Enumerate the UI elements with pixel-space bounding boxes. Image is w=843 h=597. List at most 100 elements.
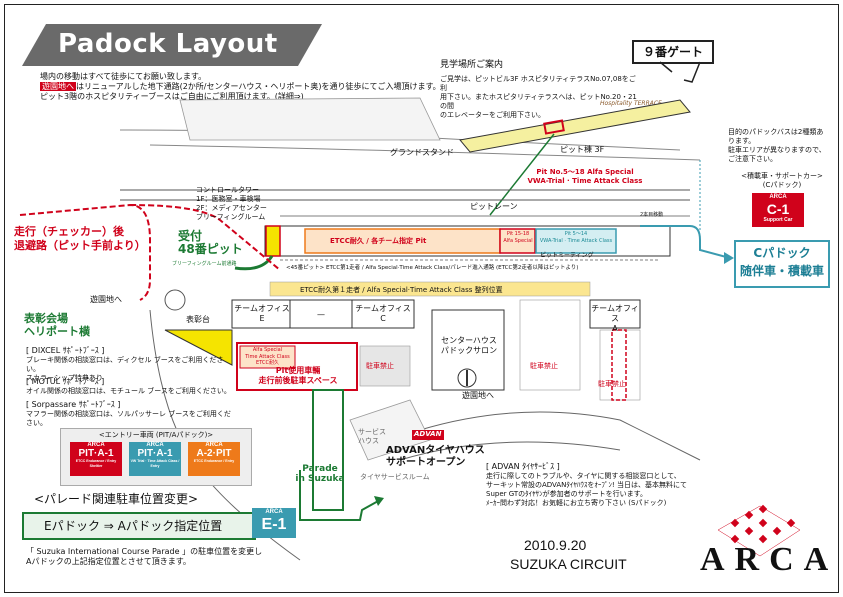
title-banner [22,24,322,66]
no-parking-label-1: 駐車禁止 [366,362,394,370]
cpaddock-box: Cパドック 随伴車・積載車 [734,240,830,288]
pit-parking-line: 走行前後駐車スペース [258,376,338,385]
motul-line: オイル関係の相談窓口は、モチュール ブースをご利用ください。 [26,387,231,395]
team-office-c [351,299,415,329]
parade-change-heading: <パレード関連駐車位置変更> [34,492,199,506]
alfa-top-line: Pit No.5～18 Alfa Special [536,168,634,176]
kengaku-info: 見学場所ご案内 ご見学は、ピットビル3F ホスピタリティテラスNo.07,08を… [440,60,640,120]
badge-c1: ARCA C-1 Support Car [752,193,804,227]
cpaddock-heading-line: (Cパドック) [762,181,802,189]
sorpassare-line: マフラー関係の相談窓口は、ソルパッサーレ ブースをご利用ください。 [26,410,231,427]
to-amusement-park-1: 遊園地へ [90,295,122,304]
hospitality-logo: Hospitality TERRACE [600,100,662,107]
no-parking-area [359,345,411,387]
kengaku-text-3: のエレベーターをご利用下さい。 [440,111,545,119]
gate-note: 目的のパドックバスは2種類あります。 駐車エリアが異なりますので、ご注意下さい。 [728,128,828,164]
parade-route [299,470,381,521]
kengaku-title: 見学場所ご案内 [440,60,504,70]
team-office-letter: A [612,324,618,333]
alfa-pit-label: Pit 15-18 Alfa Special [501,231,535,245]
badge-top: ARCA [769,194,787,200]
motul-booth: [ MOTUL ｻﾎﾟｰﾄﾌﾞｰｽ ] オイル関係の相談窓口は、モチュール ブー… [26,377,236,396]
cpaddock-heading-line: <積載車・サポートカー> [741,172,823,180]
intro-line-3: ピット3階のホスピタリティーブースはご自由にご利用頂けます。(詳細⇒) [40,92,304,101]
team-office-name: チームオフィス [234,304,290,313]
pit-parking-inner-line: Time Attack Class [245,353,290,360]
control-tower-line: ブリーフィングルーム [196,213,266,221]
dixcel-line: スカラーシップ特典あり [26,374,103,382]
pit-parking-label: Pit使用車輛 走行前後駐車スペース [240,366,356,386]
e-paddock-text: Eパドック ⇒ Aパドック指定位置 [44,519,223,533]
arrow-head [374,496,384,506]
checker-flag [717,504,801,557]
exit-route-line: 退避路（ピット手前より） [14,239,146,252]
reception-title: 受付 [178,229,203,243]
intro-highlight: 遊園地へ [40,82,76,91]
map-frame [4,4,839,593]
cpaddock-sub: 随伴車・積載車 [739,264,824,278]
team-office-middle [289,299,353,329]
tire-service-room-label: タイヤサービスルーム [360,473,430,481]
intro-line-1: 場内の移動はすべて徒歩にてお願い致します。 [40,72,207,81]
awards-line: 表彰会場 [24,312,68,325]
badge-sub: Support Car [763,217,793,223]
advan-tire-label: ADVANタイヤハウス サポートオープン [386,445,485,469]
advan-logo: ADVAN [414,430,442,438]
team-office-e [231,299,291,329]
team-office-name: チームオフィス [355,304,411,313]
gate-note-2: 駐車エリアが異なりますので、ご注意下さい。 [728,146,826,163]
advan-tire-line: サポートオープン [386,457,466,468]
badge-main: A-2·PIT [196,448,232,459]
service-house-line: ハウス [358,437,379,445]
team-office-letter: E [259,314,265,323]
badge-sub: ETCC Endurance / Entry Sheltier [75,459,117,468]
pit-move-note: 2本目移動 [640,212,664,218]
cpaddock-heading: <積載車・サポートカー> (Cパドック) [732,172,832,190]
reception-path [234,255,274,271]
parade-parking [312,389,344,511]
badge-top: ARCA [265,509,283,515]
lineup-area [269,281,591,297]
intro-text: 場内の移動はすべて徒歩にてお願い致します。 遊園地へはリニューアルした地下通路(… [40,72,460,102]
parade-in-suzuka-label: Parade in Suzuka [290,464,350,484]
alfa-pit-line: Pit 15-18 [506,231,530,237]
control-tower-line: コントロールタワー [196,186,259,194]
dixcel-head: [ DIXCEL ｻﾎﾟｰﾄﾌﾞｰｽ ] [26,346,105,355]
briefing-path-label: ブリーフィングルーム前通路 [172,261,237,267]
reception-pit: 48番ピット [178,242,243,256]
badge-sub: ETCC Endurance / Entry [193,459,235,463]
gate-arrow [659,61,673,73]
badge-top: ARCA [87,442,105,448]
center-house-line: パドックサロン [440,346,498,355]
badge-e1: ARCA E-1 [252,508,296,538]
parade-note-line: 「 Suzuka International Course Parade 」の駐… [26,547,263,556]
advan-service-line: 走行に際してのトラブルや、タイヤに関する相談窓口として、 [486,472,681,480]
pit-parking-inner-line: Alfa Special [252,347,283,353]
etcc-pit-label: ETCC耐久 / 各チーム指定 Pit [330,237,427,245]
vwa-pit-label: Pit 5～14 VWA-Trial · Time Attack Class [537,231,615,245]
date-label: 2010.9.20 [524,537,587,553]
center-house-line: センターハウス [441,336,497,345]
badge-pit-a1-red: ARCA PIT·A-1 ETCC Endurance / Entry Shel… [70,442,122,476]
grandstand-label: グランドスタンド [390,148,454,157]
team-office-a-label: チームオフィス A [590,304,640,334]
badge-main: C-1 [766,201,790,217]
team-office-middle-label: — [317,310,325,319]
dixcel-booth: [ DIXCEL ｻﾎﾟｰﾄﾌﾞｰｽ ] ブレーキ関係の相談窓口は、ディクセル … [26,346,236,383]
exit-route [19,203,151,301]
road-line [419,411,701,461]
to-amusement-park-2: 遊園地へ [462,391,494,400]
advan-tire-line: ADVANタイヤハウス [386,445,485,456]
pitlane-label: ピットレーン [470,202,518,211]
awards-venue-label: 表彰会場 ヘリポート横 [24,312,90,338]
page-title: Padock Layout [58,29,278,59]
parade-label-line: in Suzuka [295,474,345,484]
heliport [164,289,186,311]
badge-top: ARCA [146,442,164,448]
badge-pit-a1-teal: ARCA PIT·A-1 VW Trial · Time Attack Clas… [129,442,181,476]
parade-note-line: Aパドックの上記指定位置とさせて頂きます。 [26,557,191,566]
grandstand-area [179,97,441,141]
motul-head: [ MOTUL ｻﾎﾟｰﾄﾌﾞｰｽ ] [26,377,105,386]
hospitality-marker [543,119,565,135]
road-line [149,144,701,161]
